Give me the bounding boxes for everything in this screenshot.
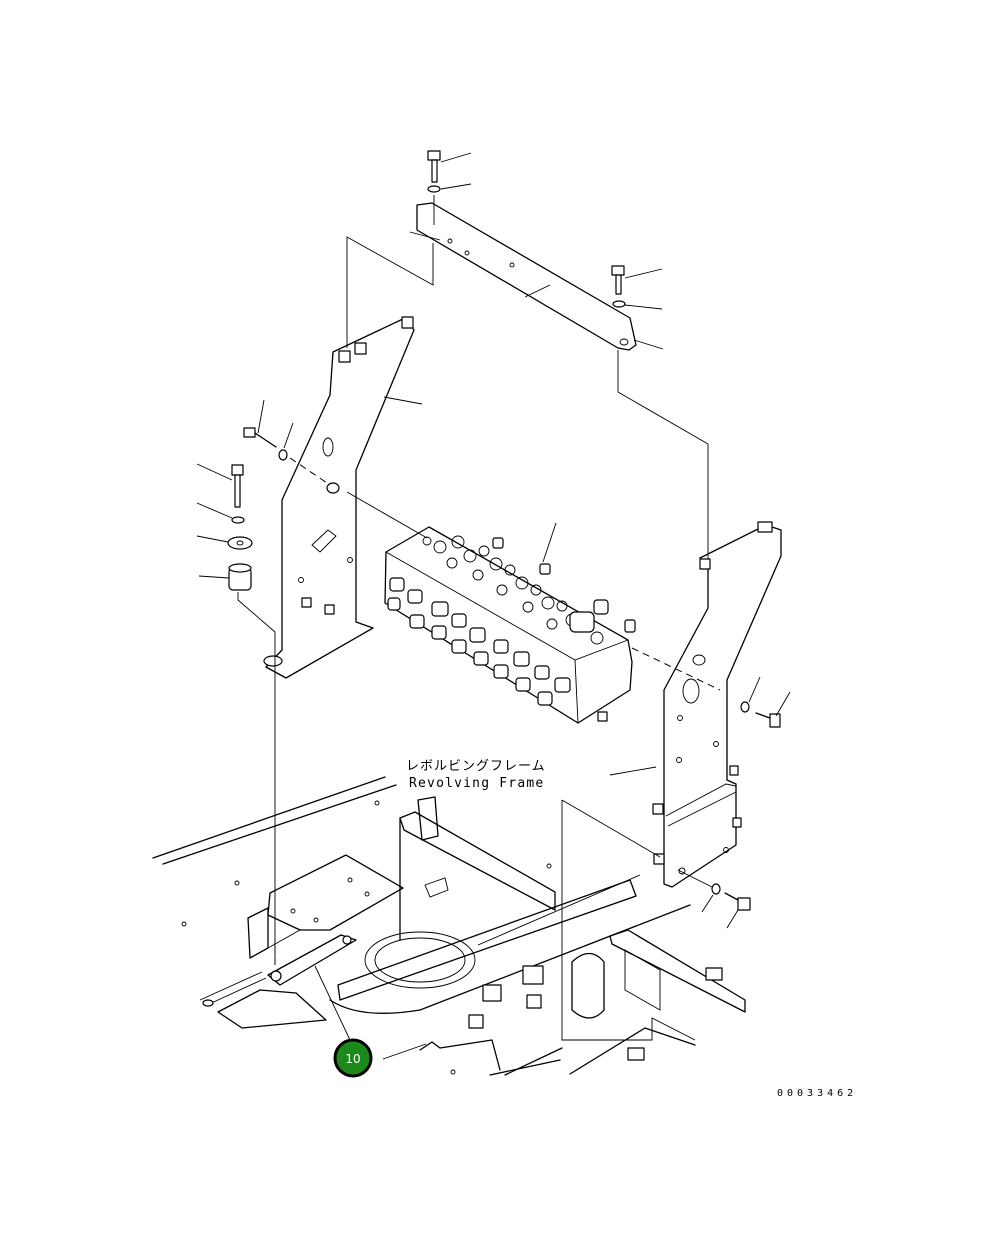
control-valve [384,522,636,724]
left-bolt [243,399,331,486]
right-side-bolt [701,676,791,929]
revolving-frame [152,776,746,1076]
callout-10[interactable]: 10 [314,965,373,1078]
right-bracket [609,521,782,889]
right-top-bolt [611,265,663,310]
frame-label-en: Revolving Frame [409,776,544,791]
left-bracket [263,316,428,679]
top-bracket [409,202,664,351]
callout-circle [333,1038,373,1078]
top-bolt [427,150,472,225]
rubber-mount [198,563,276,965]
drawing-number: 00033462 [777,1088,857,1099]
callout-label: 10 [345,1052,360,1066]
frame-label-jp: レボルビングフレーム [406,759,546,774]
vertical-bolt [196,463,253,550]
